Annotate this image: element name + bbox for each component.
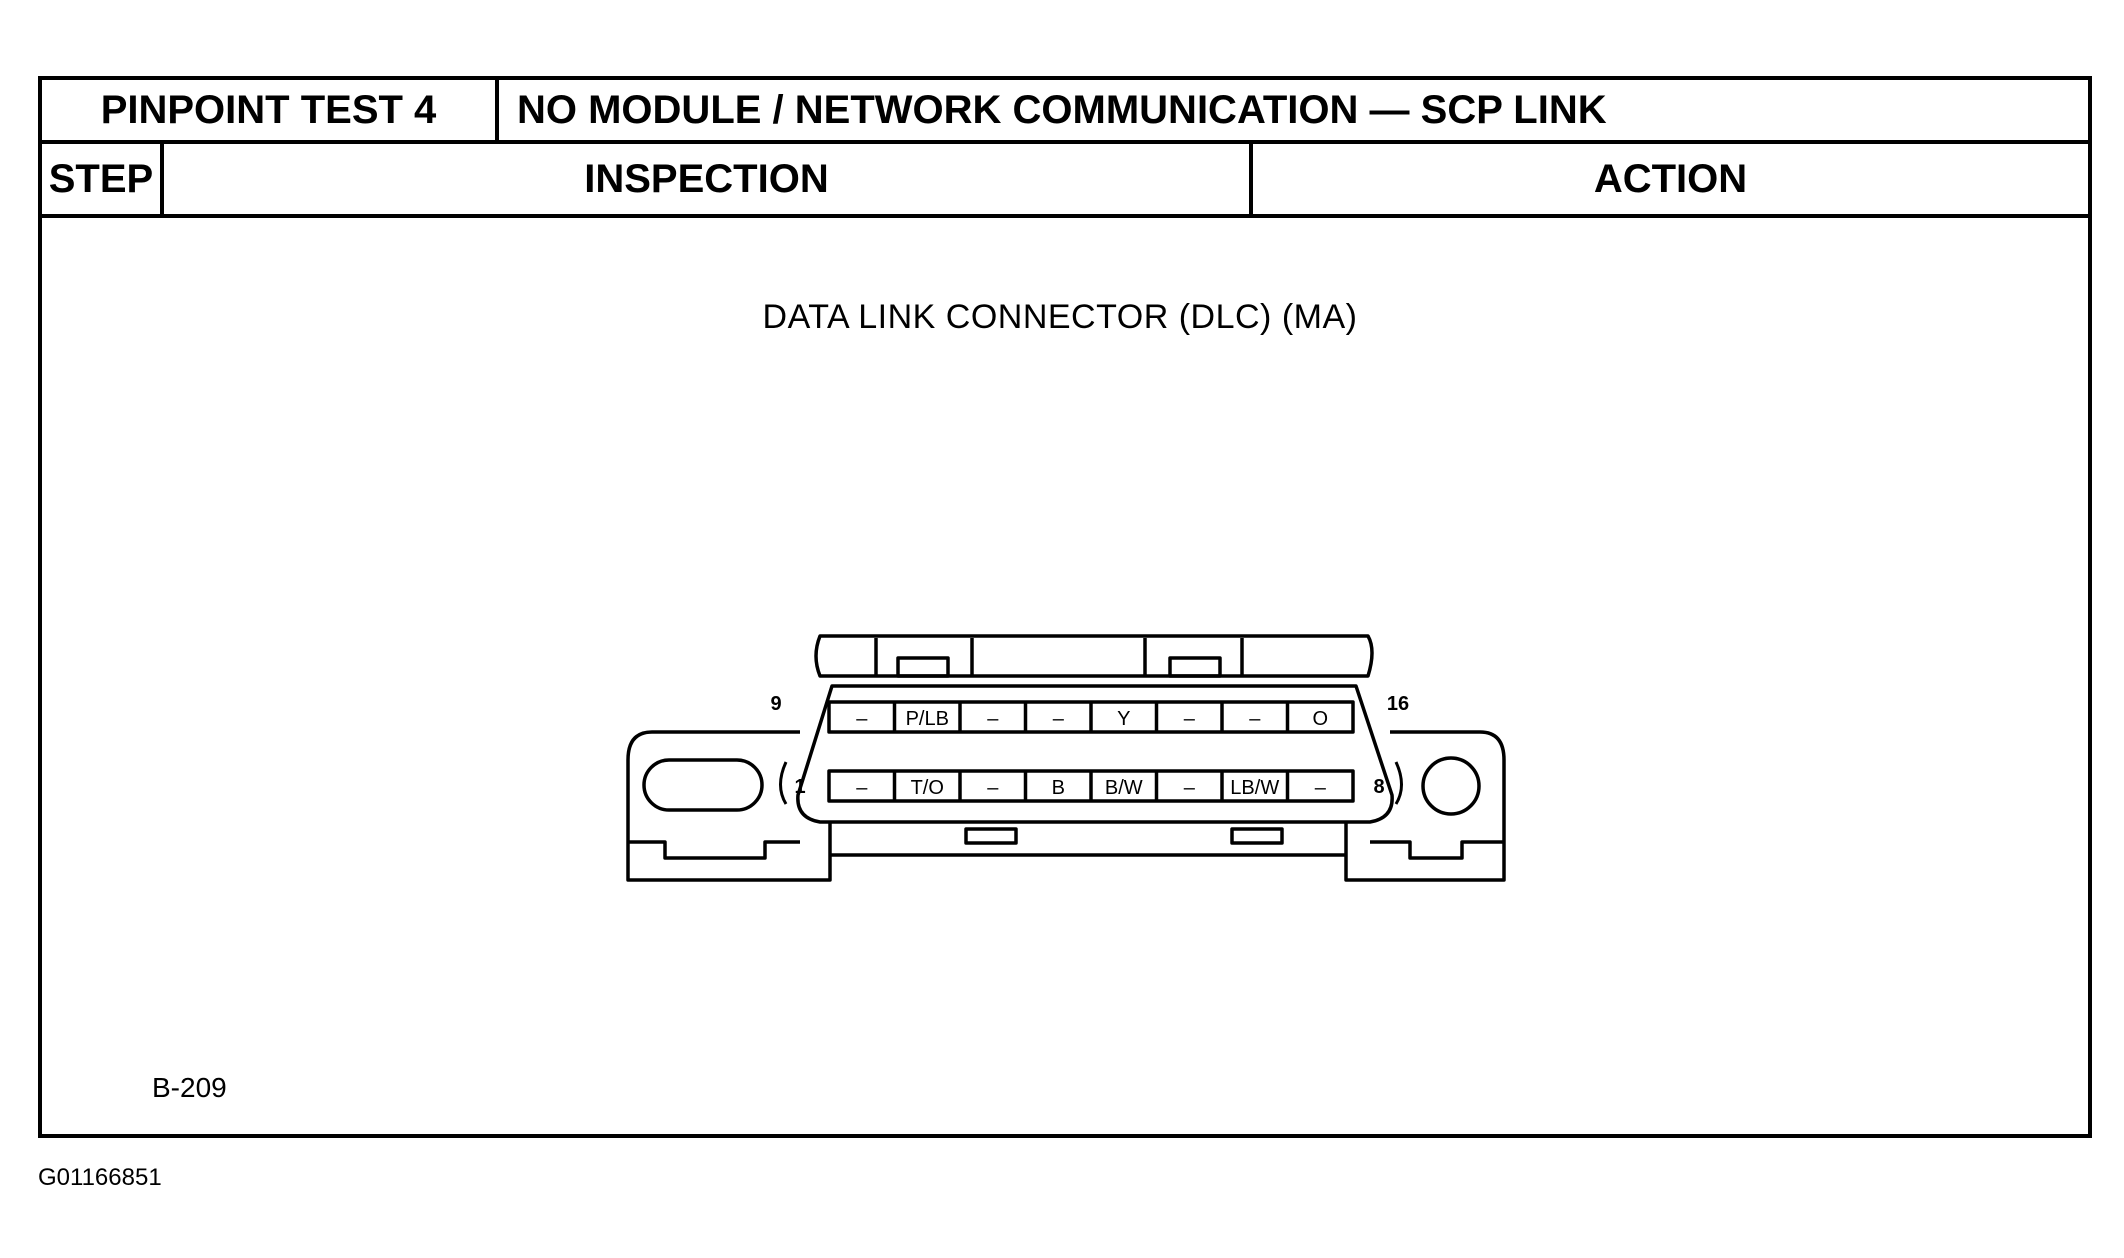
figure-reference-code: B-209 (152, 1072, 227, 1103)
pin-number-1: 1 (794, 776, 805, 798)
bottom-pin-label: B/W (1105, 777, 1143, 799)
inspection-body: DATA LINK CONNECTOR (DLC) (MA) B-209 (42, 218, 2088, 1134)
bottom-latch-left (964, 827, 1018, 845)
title-row: PINPOINT TEST 4 NO MODULE / NETWORK COMM… (42, 80, 2088, 144)
top-pin-label: Y (1117, 708, 1130, 730)
column-header-row: STEP INSPECTION ACTION (42, 144, 2088, 218)
right-mounting-hole (1421, 756, 1481, 816)
bottom-pin-label: B (1052, 777, 1065, 799)
action-column-header: ACTION (1593, 156, 1748, 201)
bottom-pin-label: – (1315, 777, 1327, 799)
top-pin-label: – (1184, 708, 1196, 730)
test-title: NO MODULE / NETWORK COMMUNICATION — SCP … (517, 87, 1607, 132)
pin-number-16: 16 (1387, 693, 1409, 715)
test-number-label: PINPOINT TEST 4 (42, 80, 499, 140)
image-id-footer: G01166851 (38, 1164, 162, 1191)
top-pin-label: – (987, 708, 999, 730)
bottom-pin-label: – (856, 777, 868, 799)
pin-number-8: 8 (1373, 776, 1384, 798)
left-mounting-slot (642, 758, 764, 812)
bottom-pin-label: T/O (911, 777, 944, 799)
bottom-pin-label: LB/W (1230, 777, 1279, 799)
pinpoint-test-table: PINPOINT TEST 4 NO MODULE / NETWORK COMM… (38, 76, 2092, 1138)
top-latch-left (896, 656, 950, 678)
right-mounting-ear (1344, 730, 1506, 882)
top-pin-label: – (1053, 708, 1065, 730)
top-pin-label: – (856, 708, 868, 730)
inspection-column-header: INSPECTION (164, 144, 1253, 214)
pin-number-9: 9 (770, 693, 781, 715)
top-pin-label: O (1312, 708, 1328, 730)
bottom-pin-label: – (987, 777, 999, 799)
bottom-pin-label: – (1184, 777, 1196, 799)
step-column-header: STEP (42, 144, 164, 214)
diagram-caption: DATA LINK CONNECTOR (DLC) (MA) (762, 298, 1358, 336)
top-pin-label: – (1249, 708, 1261, 730)
top-latch-right (1168, 656, 1222, 678)
bottom-latch-right (1230, 827, 1284, 845)
left-mounting-ear (626, 730, 832, 882)
connector-top-cap (814, 634, 1374, 678)
connector-body (796, 684, 1394, 824)
top-pin-label: P/LB (906, 708, 949, 730)
